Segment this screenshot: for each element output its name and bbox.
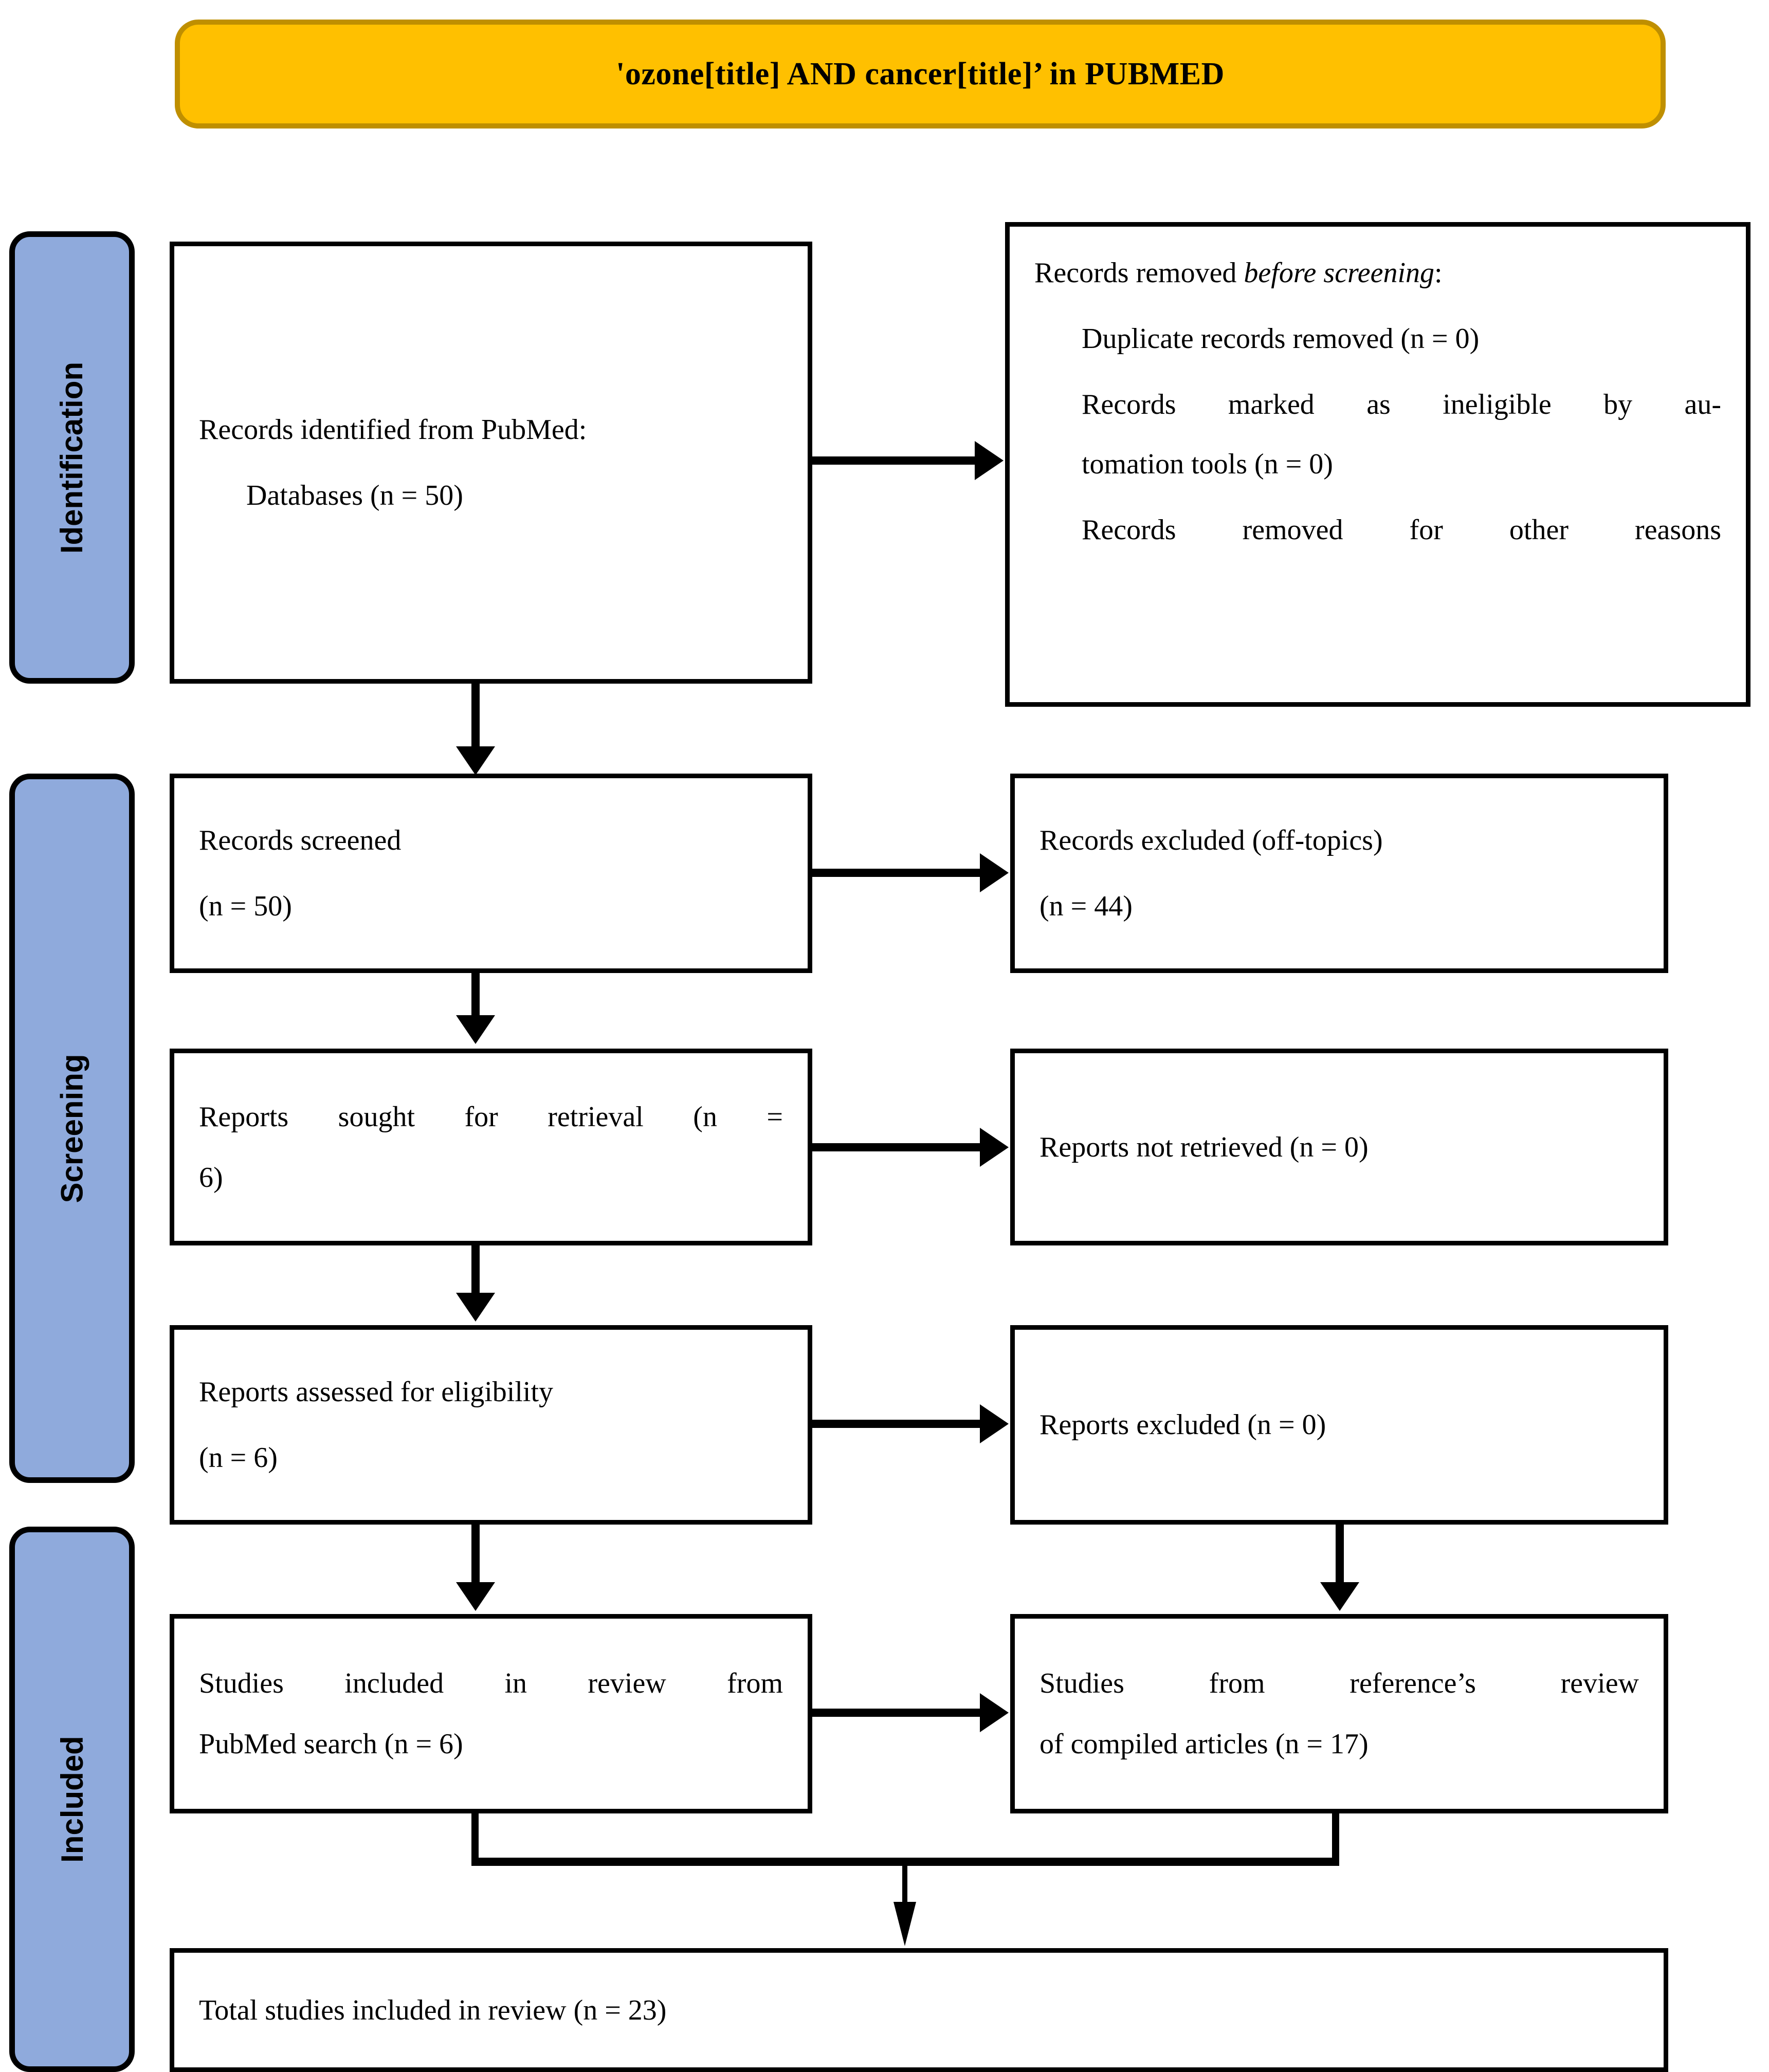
reports-assessed-line1: Reports assessed for eligibility — [199, 1376, 554, 1408]
records-screened-line1: Records screened — [199, 824, 402, 856]
records-identified-line1: Records identified from PubMed: — [199, 414, 587, 446]
merge-horizontal-bar — [471, 1858, 1339, 1866]
records-screened-line2: (n = 50) — [199, 890, 292, 922]
box-records-removed-before-screening: Records removed before screening: Duplic… — [1005, 222, 1750, 707]
records-removed-item-duplicates: Duplicate records removed (n = 0) — [1082, 323, 1480, 355]
connector-screened-to-excluded — [812, 869, 982, 877]
connector-assessed-to-included — [471, 1525, 480, 1585]
box-studies-from-references: Studies from reference’s review of compi… — [1010, 1614, 1668, 1813]
studies-from-references-line1: Studies from reference’s review — [1039, 1667, 1639, 1699]
stage-label-screening-text: Screening — [54, 1053, 89, 1203]
records-excluded-line1: Records excluded (off-topics) — [1039, 824, 1383, 856]
stage-label-identification-text: Identification — [54, 361, 89, 554]
reports-assessed-line2: (n = 6) — [199, 1442, 278, 1474]
connector-sought-to-not-retrieved — [812, 1143, 982, 1151]
connector-excluded-to-references — [1336, 1525, 1344, 1585]
reports-sought-line2: 6) — [199, 1161, 223, 1194]
merge-stem-to-total — [902, 1865, 907, 1907]
records-removed-heading-italic: before screening — [1244, 257, 1435, 289]
box-reports-not-retrieved: Reports not retrieved (n = 0) — [1010, 1049, 1668, 1245]
records-removed-item-ineligible-b: tomation tools (n = 0) — [1082, 448, 1333, 480]
studies-from-references-line2: of compiled articles (n = 17) — [1039, 1728, 1369, 1760]
arrow-excluded-to-references — [1320, 1582, 1359, 1611]
connector-sought-to-assessed — [471, 1245, 480, 1296]
reports-excluded-line1: Reports excluded (n = 0) — [1039, 1409, 1326, 1441]
records-identified-line2: Databases (n = 50) — [246, 480, 463, 511]
connector-assessed-to-excluded — [812, 1420, 982, 1428]
records-removed-item-ineligible-a: Records marked as ineligible by au- — [1082, 389, 1721, 420]
arrow-identified-to-removed — [975, 441, 1004, 480]
arrow-merge-to-total — [893, 1902, 916, 1946]
records-excluded-line2: (n = 44) — [1039, 890, 1133, 922]
connector-identified-to-removed — [812, 456, 977, 465]
records-removed-heading-prefix: Records removed — [1034, 257, 1244, 289]
arrow-identified-to-screened — [456, 746, 495, 775]
studies-included-pubmed-line1: Studies included in review from — [199, 1667, 783, 1699]
arrow-pubmed-to-references — [980, 1693, 1009, 1732]
arrow-sought-to-assessed — [456, 1293, 495, 1322]
arrow-sought-to-not-retrieved — [980, 1128, 1009, 1167]
box-reports-excluded: Reports excluded (n = 0) — [1010, 1325, 1668, 1525]
stage-label-screening: Screening — [9, 774, 135, 1483]
box-studies-included-pubmed: Studies included in review from PubMed s… — [170, 1614, 812, 1813]
box-reports-assessed: Reports assessed for eligibility (n = 6) — [170, 1325, 812, 1525]
connector-screened-to-sought — [471, 973, 480, 1018]
records-removed-heading-suffix: : — [1434, 257, 1443, 289]
arrow-screened-to-excluded — [980, 853, 1009, 892]
merge-branch-left — [471, 1813, 479, 1865]
merge-branch-right — [1332, 1813, 1339, 1865]
records-removed-heading: Records removed before screening: — [1034, 259, 1721, 287]
box-reports-sought: Reports sought for retrieval (n = 6) — [170, 1049, 812, 1245]
connector-pubmed-to-references — [812, 1709, 982, 1717]
box-records-identified: Records identified from PubMed: Database… — [170, 242, 812, 684]
box-records-screened: Records screened (n = 50) — [170, 774, 812, 973]
search-query-banner: 'ozone[title] AND cancer[title]’ in PUBM… — [175, 20, 1666, 129]
arrow-assessed-to-included — [456, 1582, 495, 1611]
box-records-excluded: Records excluded (off-topics) (n = 44) — [1010, 774, 1668, 973]
stage-label-included: Included — [9, 1527, 135, 2072]
stage-label-identification: Identification — [9, 231, 135, 684]
arrow-screened-to-sought — [456, 1015, 495, 1044]
reports-not-retrieved-line1: Reports not retrieved (n = 0) — [1039, 1131, 1369, 1163]
total-studies-line1: Total studies included in review (n = 23… — [199, 1994, 667, 2026]
connector-identified-to-screened — [471, 684, 480, 750]
arrow-assessed-to-excluded — [980, 1404, 1009, 1443]
box-total-studies: Total studies included in review (n = 23… — [170, 1948, 1668, 2072]
reports-sought-line1: Reports sought for retrieval (n = — [199, 1101, 783, 1133]
search-query-text: 'ozone[title] AND cancer[title]’ in PUBM… — [616, 56, 1225, 91]
records-removed-item-other: Records removed for other reasons — [1082, 514, 1721, 546]
stage-label-included-text: Included — [54, 1736, 89, 1863]
studies-included-pubmed-line2: PubMed search (n = 6) — [199, 1728, 463, 1760]
